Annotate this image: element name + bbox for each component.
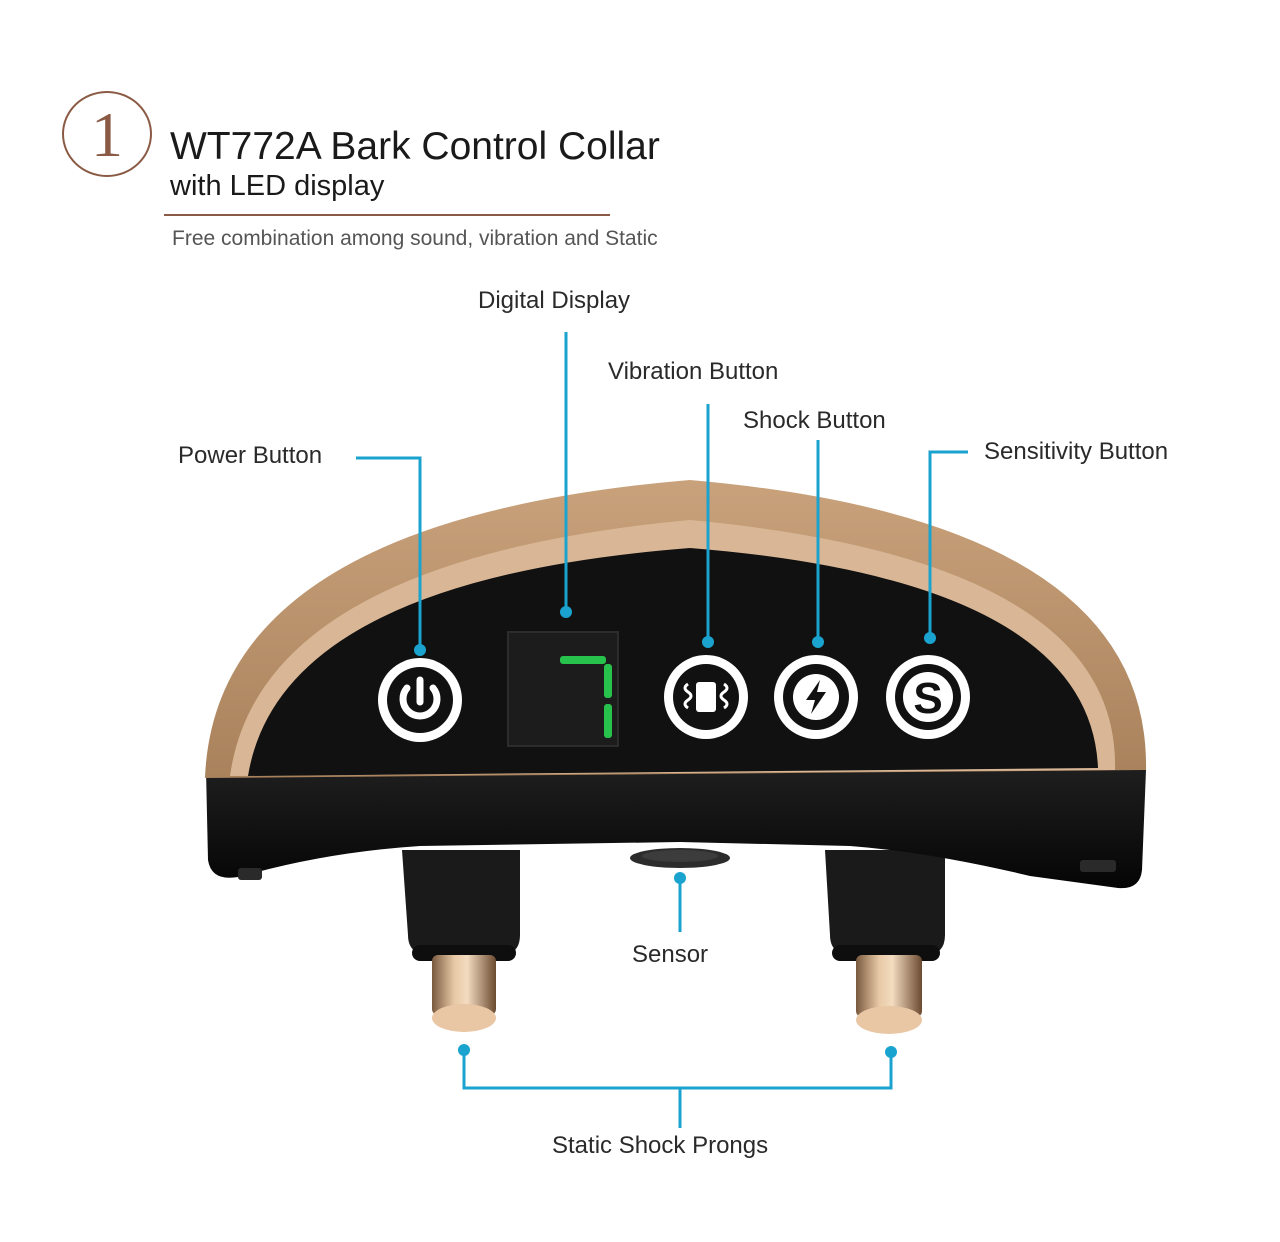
- sensitivity-button-leader: [928, 450, 968, 636]
- title-divider: [164, 214, 610, 216]
- vibration-button-label: Vibration Button: [608, 358, 779, 385]
- prongs-leader: [462, 1050, 893, 1090]
- step-number: 1: [91, 99, 123, 170]
- power-button-leader: [356, 456, 422, 650]
- svg-text:S: S: [913, 674, 942, 723]
- power-icon: [399, 676, 441, 720]
- page-title: WT772A Bark Control Collar: [170, 125, 660, 168]
- vibration-button[interactable]: [664, 655, 748, 739]
- power-button[interactable]: [378, 658, 462, 742]
- vibration-icon: [683, 682, 729, 712]
- digital-display: [507, 631, 619, 747]
- control-panel: [248, 548, 1098, 776]
- callout-dots: [414, 606, 936, 1058]
- callout-lines: [356, 332, 968, 1128]
- power-button-label: Power Button: [178, 442, 323, 469]
- letter-s-icon: S: [903, 672, 953, 723]
- sensitivity-button-label: Sensitivity Button: [984, 438, 1169, 465]
- static-shock-prongs-label: Static Shock Prongs: [552, 1132, 769, 1159]
- shock-button[interactable]: [774, 655, 858, 739]
- collar-base: [206, 770, 1146, 889]
- right-prong: [825, 850, 945, 1034]
- shock-button-label: Shock Button: [743, 407, 886, 434]
- digital-display-label: Digital Display: [478, 287, 631, 314]
- lightning-icon: [793, 674, 839, 720]
- step-number-badge: 1: [62, 91, 152, 177]
- tagline: Free combination among sound, vibration …: [172, 227, 658, 250]
- sensitivity-button[interactable]: S: [886, 655, 970, 739]
- sensor-label: Sensor: [632, 941, 709, 968]
- left-prong: [402, 850, 520, 1032]
- page-subtitle: with LED display: [170, 170, 385, 202]
